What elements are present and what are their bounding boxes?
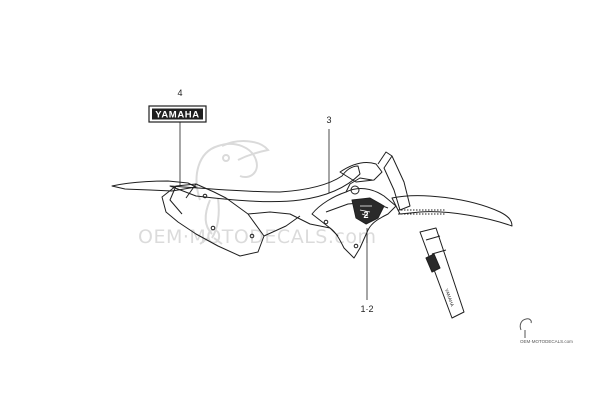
callout-1-2: 1·2	[360, 304, 373, 314]
toucan-watermark-icon	[195, 140, 270, 245]
footer-watermark: OEM·MOTODECALS.com	[519, 318, 573, 344]
fork-guard	[419, 227, 465, 319]
shroud-graphic	[351, 197, 385, 225]
fork-guard-text: YAMAHA	[444, 288, 455, 307]
callout-4: 4	[177, 88, 182, 98]
callout-3: 3	[326, 115, 331, 125]
rear-fender	[111, 180, 197, 192]
fuel-tank	[339, 161, 383, 183]
shroud-number: 2	[363, 210, 368, 220]
front-fender	[391, 195, 513, 227]
footer-watermark-text: OEM·MOTODECALS.com	[520, 339, 573, 344]
motorcycle-plastics	[111, 151, 513, 319]
yamaha-decal-text: YAMAHA	[155, 110, 199, 121]
seat	[169, 165, 361, 203]
toucan-small-icon	[519, 318, 532, 338]
radiator-shroud	[311, 188, 397, 259]
front-number-plate	[383, 155, 411, 211]
yamaha-decal-part: YAMAHA	[148, 105, 207, 123]
side-panel	[161, 183, 265, 257]
leader-lines	[179, 122, 368, 300]
watermark: OEM·MOTODECALS.com	[138, 140, 376, 248]
watermark-text: OEM·MOTODECALS.com	[138, 226, 376, 248]
